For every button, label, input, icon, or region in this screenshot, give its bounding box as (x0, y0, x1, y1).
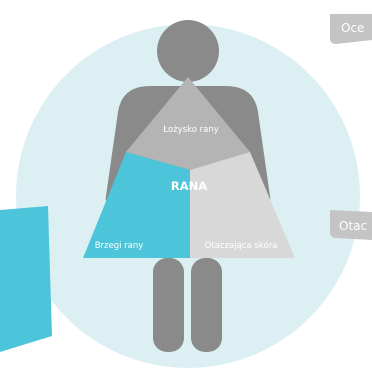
segment-wound-bed-label: Łożysko rany (162, 125, 219, 135)
side-tab-top-right-label: Oce (341, 21, 364, 35)
segment-wound-edges-label: Brzegi rany (95, 241, 144, 251)
segment-wound-edges[interactable] (83, 152, 190, 258)
figure-leg-right (191, 258, 222, 352)
side-tab-middle-right-label: Otac (339, 219, 367, 233)
segment-surrounding-skin-label: Otaczająca skóra (205, 240, 278, 251)
side-tab-top-right[interactable] (330, 14, 372, 44)
segment-wound-bed[interactable] (126, 77, 250, 170)
side-tab-middle-right[interactable] (330, 210, 372, 240)
figure-head (157, 20, 219, 82)
figure-leg-left (153, 258, 184, 352)
segment-surrounding-skin[interactable] (190, 152, 295, 258)
center-label: RANA (171, 179, 207, 193)
left-panel[interactable] (0, 206, 52, 352)
